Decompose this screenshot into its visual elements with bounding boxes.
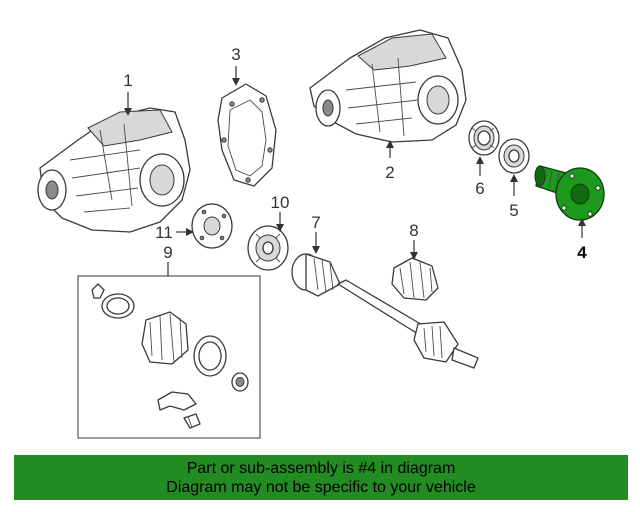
callout-6: 6	[475, 179, 484, 198]
callout-leaders	[124, 66, 586, 276]
callout-3: 3	[231, 45, 240, 64]
part-9-kit-box[interactable]	[77, 275, 261, 439]
part-10-flex-disc[interactable]	[247, 225, 289, 271]
banner-line-part-number: Part or sub-assembly is #4 in diagram	[186, 460, 456, 477]
part-7-axle-shaft[interactable]	[291, 253, 479, 369]
part-11-flange[interactable]	[191, 203, 233, 249]
part-3-cover-plate[interactable]	[217, 83, 277, 187]
part-1-differential-housing[interactable]	[37, 107, 191, 233]
callout-8: 8	[409, 221, 418, 240]
callout-11: 11	[155, 223, 173, 242]
part-2-differential-housing[interactable]	[309, 29, 467, 143]
part-4-flange-shaft-highlighted[interactable]	[534, 165, 605, 221]
banner-line-disclaimer: Diagram may not be specific to your vehi…	[166, 479, 476, 496]
callout-2: 2	[385, 163, 394, 182]
info-banner: Part or sub-assembly is #4 in diagram Di…	[14, 455, 628, 500]
part-6-bearing[interactable]	[468, 120, 500, 156]
callout-7: 7	[311, 213, 320, 232]
part-8-boot[interactable]	[391, 257, 439, 301]
part-5-seal[interactable]	[498, 138, 530, 174]
callout-5: 5	[509, 201, 518, 220]
parts-diagram: 1 2 3 4 5 6 7 8 9 10 11	[37, 29, 605, 439]
callout-10: 10	[271, 193, 290, 212]
callout-1: 1	[123, 71, 132, 90]
callout-4: 4	[577, 243, 587, 262]
callout-9: 9	[163, 243, 172, 262]
